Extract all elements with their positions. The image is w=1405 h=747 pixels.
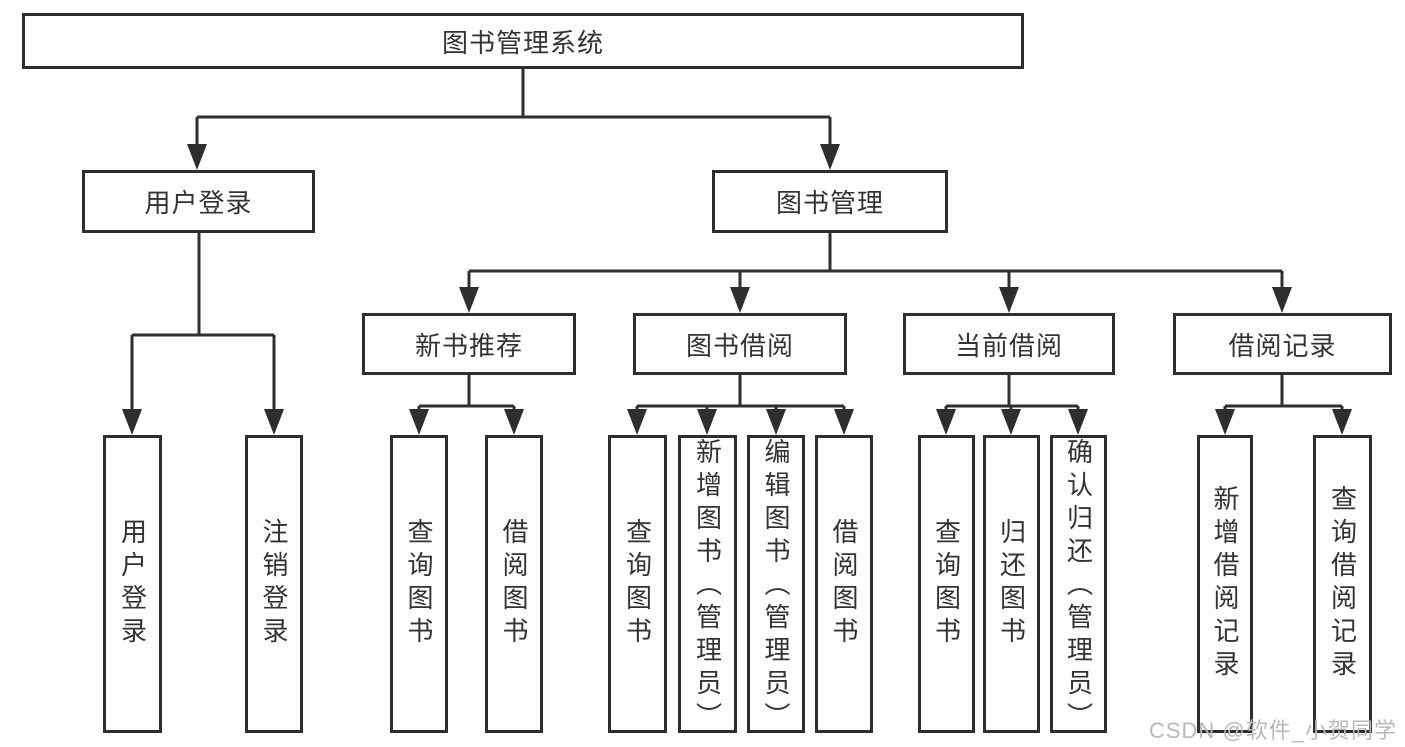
leaf-label: 查询图书: [404, 518, 434, 650]
leaf-label: 注销登录: [259, 518, 289, 650]
node-user-login: 用户登录: [82, 170, 315, 233]
leaf-add-borrow-record: 新增借阅记录: [1197, 435, 1253, 733]
node-label: 新书推荐: [414, 330, 523, 361]
arrow-down-icon: [122, 409, 142, 435]
arrow-down-icon: [1001, 409, 1021, 435]
node-current-borrowing: 当前借阅: [903, 313, 1115, 375]
arrow-down-icon: [504, 409, 524, 435]
leaf-borrow-books: 借阅图书: [815, 435, 873, 733]
node-borrowing-records: 借阅记录: [1173, 313, 1392, 375]
leaf-add-books-admin: 新增图书（管理员）: [678, 435, 737, 735]
node-new-book-recommendation: 新书推荐: [362, 313, 576, 375]
leaf-edit-books-admin: 编辑图书（管理员）: [747, 435, 805, 735]
arrow-down-icon: [264, 409, 284, 435]
arrow-down-icon: [834, 409, 854, 435]
node-label: 借阅记录: [1228, 330, 1337, 361]
leaf-label: 查询借阅记录: [1327, 485, 1358, 683]
leaf-query-books-current: 查询图书: [918, 435, 975, 733]
leaf-borrow-books-newbook: 借阅图书: [485, 435, 543, 733]
arrow-down-icon: [820, 144, 840, 170]
arrow-down-icon: [1272, 287, 1292, 313]
arrow-down-icon: [936, 409, 956, 435]
arrow-down-icon: [1332, 409, 1352, 435]
leaf-logout: 注销登录: [245, 435, 303, 733]
leaf-label: 用户登录: [117, 518, 148, 650]
arrow-down-icon: [730, 287, 750, 313]
node-label: 图书管理系统: [441, 27, 604, 58]
leaf-query-borrow-record: 查询借阅记录: [1313, 435, 1372, 733]
leaf-label: 借阅图书: [499, 518, 529, 650]
arrow-down-icon: [459, 287, 479, 313]
arrow-down-icon: [999, 287, 1019, 313]
leaf-label: 新增图书（管理员）: [692, 438, 723, 735]
arrow-down-icon: [766, 409, 786, 435]
arrow-down-icon: [409, 409, 429, 435]
leaf-query-books-borrow: 查询图书: [608, 435, 667, 733]
leaf-confirm-return-admin: 确认归还（管理员）: [1050, 435, 1107, 735]
arrow-down-icon: [1215, 409, 1235, 435]
leaf-label: 编辑图书（管理员）: [761, 438, 791, 735]
arrow-down-icon: [697, 409, 717, 435]
leaf-label: 查询图书: [622, 518, 653, 650]
node-library-management-system: 图书管理系统: [22, 13, 1024, 69]
leaf-query-books-newbook: 查询图书: [390, 435, 448, 733]
arrow-down-icon: [627, 409, 647, 435]
arrow-down-icon: [187, 144, 207, 170]
leaf-user-login: 用户登录: [103, 435, 162, 733]
leaf-label: 借阅图书: [829, 518, 859, 650]
leaf-label: 查询图书: [931, 518, 962, 650]
leaf-return-books: 归还图书: [983, 435, 1040, 733]
csdn-watermark: CSDN @软件_小贺同学: [1148, 718, 1397, 743]
arrow-down-icon: [1068, 409, 1088, 435]
node-book-management: 图书管理: [712, 170, 948, 233]
node-label: 图书管理: [775, 188, 884, 218]
node-label: 用户登录: [144, 188, 253, 218]
node-book-borrowing: 图书借阅: [633, 313, 847, 375]
leaf-label: 新增借阅记录: [1210, 485, 1240, 683]
node-label: 图书借阅: [685, 330, 794, 361]
leaf-label: 确认归还（管理员）: [1063, 438, 1094, 735]
leaf-label: 归还图书: [996, 518, 1027, 650]
node-label: 当前借阅: [954, 330, 1063, 361]
